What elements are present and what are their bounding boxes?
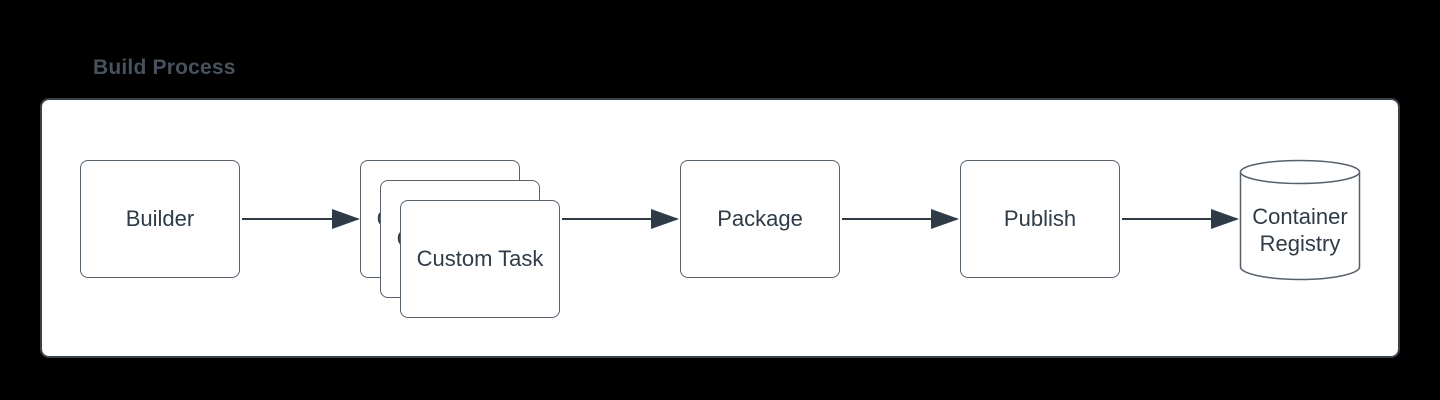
node-package-label: Package xyxy=(717,206,803,231)
diagram-title: Build Process xyxy=(93,56,236,79)
node-publish[interactable]: Publish xyxy=(960,160,1120,278)
node-publish-label: Publish xyxy=(1003,206,1077,231)
node-custom-task[interactable]: Custom Task xyxy=(400,200,560,318)
node-custom-task-label: Custom Task xyxy=(416,246,544,271)
node-container-registry-label: Container Registry xyxy=(1252,204,1348,256)
node-builder-label: Builder xyxy=(125,206,195,231)
cylinder-shape-icon[interactable] xyxy=(1239,159,1361,281)
node-builder[interactable]: Builder xyxy=(80,160,240,278)
node-container-registry[interactable]: Container Registry xyxy=(1240,160,1360,278)
node-package[interactable]: Package xyxy=(680,160,840,278)
